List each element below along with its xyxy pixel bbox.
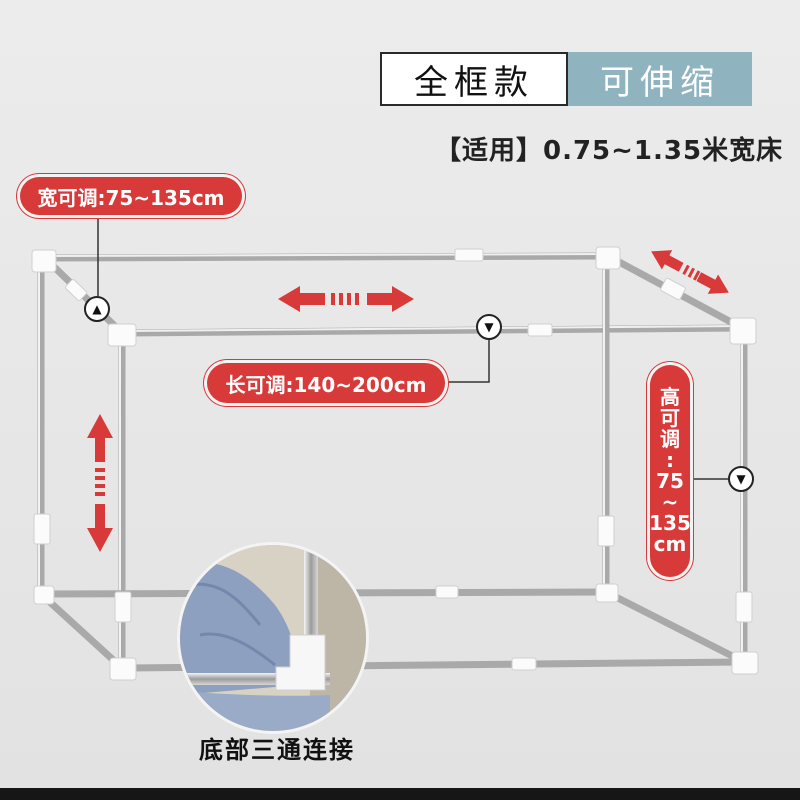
height-callout-line: 75 xyxy=(656,469,684,493)
length-callout: 长可调:140~200cm xyxy=(207,363,445,403)
height-callout-line: 调 xyxy=(660,427,680,451)
height-callout-line: cm xyxy=(653,532,687,556)
height-arrow xyxy=(87,414,113,552)
length-arrow xyxy=(278,286,414,312)
connector-caption: 底部三通连接 xyxy=(199,736,355,764)
leader-lines xyxy=(97,214,728,480)
height-callout: 高 可 调 : 75 ~ 135 cm xyxy=(649,365,691,577)
frame-bottom xyxy=(37,588,748,672)
bottom-bar xyxy=(0,788,800,800)
height-callout-line: 可 xyxy=(660,406,680,430)
down-marker-icon: ▼ xyxy=(476,314,502,340)
connector-detail-photo xyxy=(180,545,366,731)
width-callout: 宽可调:75~135cm xyxy=(20,177,242,215)
full-frame-tag: 全框款 xyxy=(380,52,568,106)
height-callout-line: : xyxy=(666,448,674,472)
frame-connectors xyxy=(31,246,759,681)
down-marker-icon: ▼ xyxy=(728,466,754,492)
stretchable-tag: 可伸缩 xyxy=(568,52,752,106)
fit-note: 【适用】0.75~1.35米宽床 xyxy=(435,136,784,166)
depth-arrow xyxy=(651,250,729,294)
height-callout-line: ~ xyxy=(661,490,679,514)
height-callout-line: 135 xyxy=(649,511,691,535)
height-callout-line: 高 xyxy=(660,385,680,409)
up-marker-icon: ▲ xyxy=(84,296,110,322)
